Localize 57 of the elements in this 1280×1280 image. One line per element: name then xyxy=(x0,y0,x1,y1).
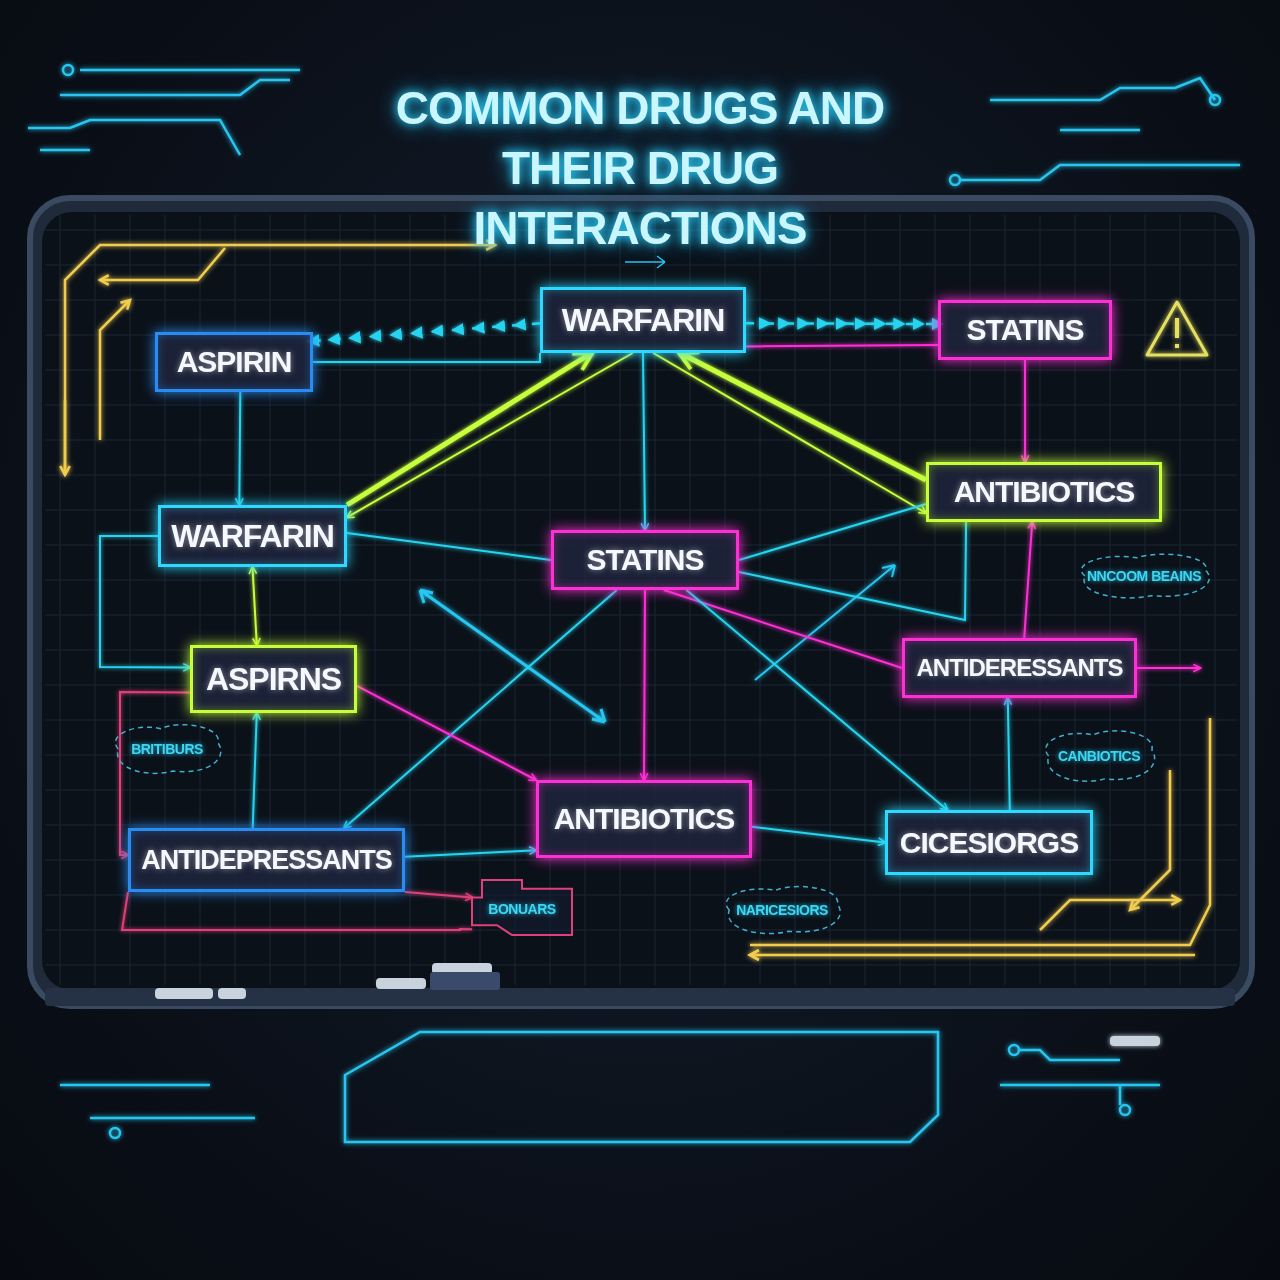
arrow xyxy=(652,352,928,515)
arrow xyxy=(345,352,634,519)
arrow xyxy=(404,891,474,902)
arrow xyxy=(1023,520,1037,639)
title: COMMON DRUGS AND THEIR DRUG INTERACTIONS xyxy=(394,81,886,256)
connector-line xyxy=(120,891,473,931)
arrow xyxy=(676,350,928,483)
connector-line xyxy=(312,352,541,363)
notched-outline xyxy=(472,880,572,938)
arrow xyxy=(345,350,595,508)
node-label: ANTIDEPRESSANTS xyxy=(141,844,392,876)
drug-box xyxy=(540,287,746,353)
arrow xyxy=(251,711,262,829)
connector-line xyxy=(738,521,968,622)
node-label: STATINS xyxy=(586,543,704,577)
drug-box xyxy=(190,645,357,713)
drug-box xyxy=(155,332,313,392)
arrow xyxy=(685,589,949,812)
arrow xyxy=(248,565,261,647)
drug-box xyxy=(885,810,1093,875)
node-label: CICESIORGS xyxy=(899,825,1079,860)
arrow xyxy=(356,684,538,782)
arrow xyxy=(404,846,538,858)
connector-line xyxy=(346,531,552,561)
connector-line xyxy=(738,503,927,561)
drug-box xyxy=(938,300,1112,360)
arrow xyxy=(1020,359,1030,464)
arrow xyxy=(1003,696,1013,811)
arrow xyxy=(1136,663,1202,673)
drug-box xyxy=(902,638,1137,698)
node-label: STATINS xyxy=(966,313,1084,347)
cloud-label: NNCOOM BEAINS xyxy=(1086,568,1202,584)
drug-box xyxy=(926,462,1162,522)
connector-line xyxy=(745,344,939,348)
arrow xyxy=(751,825,887,847)
node-label: ASPIRNS xyxy=(205,660,342,698)
drug-box xyxy=(536,780,752,858)
drug-box xyxy=(551,530,739,590)
arrow xyxy=(639,589,649,782)
drug-box xyxy=(128,828,405,892)
arrow xyxy=(234,391,244,507)
node-label: WARFARIN xyxy=(561,301,725,339)
cloud-label: NARICESIORS xyxy=(736,902,828,918)
cloud-label: CANBIOTICS xyxy=(1057,748,1141,764)
cloud-label: BONUARS xyxy=(488,901,556,917)
drug-box xyxy=(158,505,347,567)
arrow xyxy=(342,589,618,830)
connector-line xyxy=(662,589,903,669)
node-label: ANTIDERESSANTS xyxy=(916,654,1123,682)
arrow xyxy=(119,691,191,860)
arrow xyxy=(640,352,650,532)
node-label: ANTIBIOTICS xyxy=(953,475,1135,509)
node-label: WARFARIN xyxy=(171,517,334,555)
cloud-label: BRITIBURS xyxy=(131,741,203,757)
node-label: ANTIBIOTICS xyxy=(553,802,735,836)
node-label: ASPIRIN xyxy=(176,345,292,379)
arrow xyxy=(99,535,192,672)
